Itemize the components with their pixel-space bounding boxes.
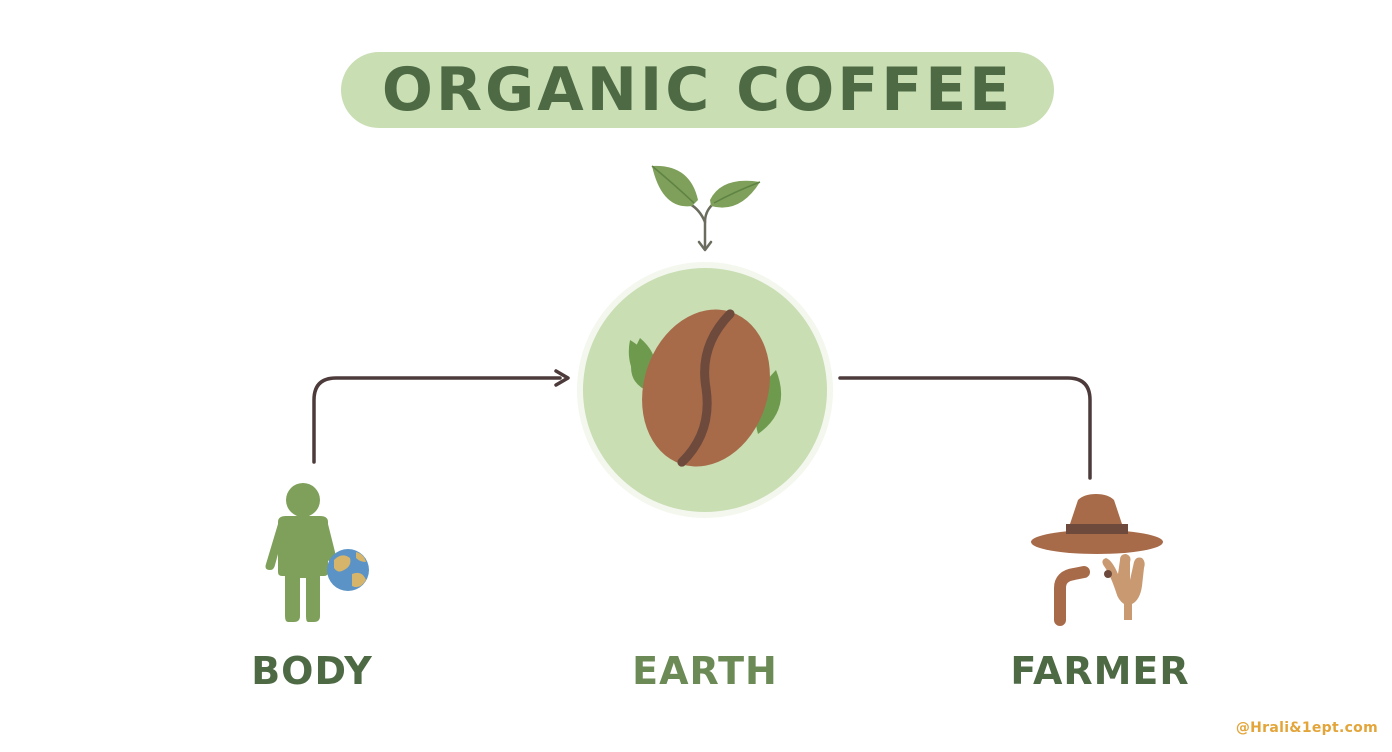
watermark: @Hrali&1ept.com xyxy=(1235,720,1378,736)
node-label-earth: EARTH xyxy=(632,649,778,693)
node-label-body: BODY xyxy=(251,649,373,693)
node-label-farmer: FARMER xyxy=(1010,649,1190,693)
diagram-title: ORGANIC COFFEE xyxy=(381,55,1014,125)
title-banner: ORGANIC COFFEE xyxy=(341,52,1054,128)
arrowhead-body-to-earth xyxy=(554,369,570,387)
connector-body-to-earth xyxy=(312,376,562,464)
sprout-icon xyxy=(651,165,761,252)
person-with-globe-icon xyxy=(265,483,369,622)
coffee-bean-icon xyxy=(628,309,782,467)
connector-farmer-to-earth xyxy=(838,376,1092,480)
farmer-hat-hand-icon xyxy=(1031,494,1163,626)
